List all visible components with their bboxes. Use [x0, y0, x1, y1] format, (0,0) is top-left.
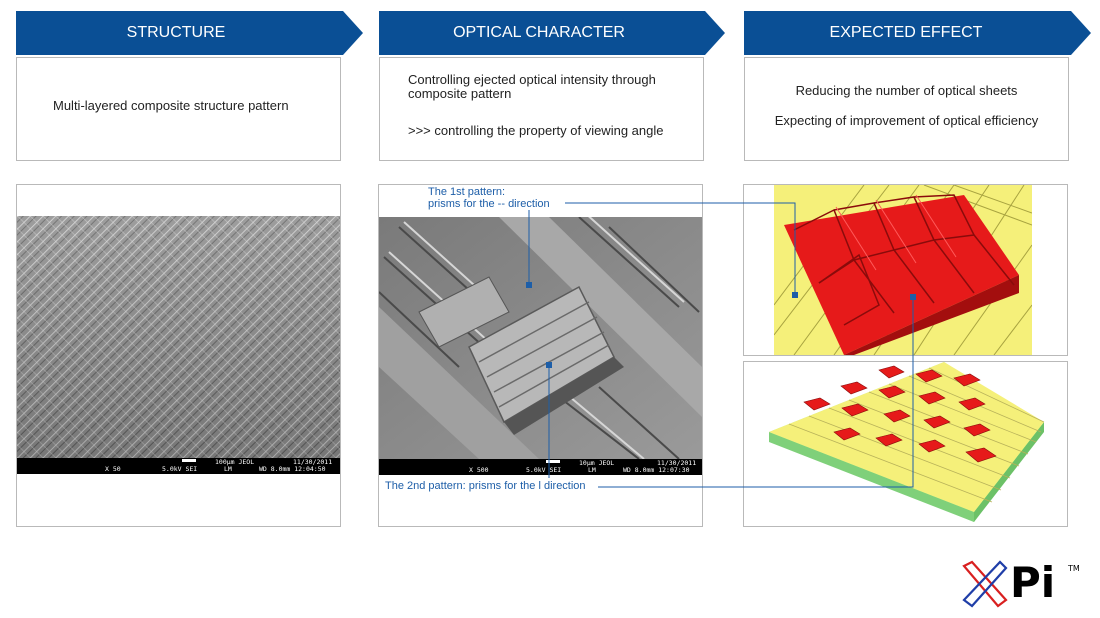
optical-character-text-box: Controlling ejected optical intensity th… [379, 57, 704, 161]
header-expected-effect-label: EXPECTED EFFECT [829, 24, 983, 41]
first-pattern-annotation: The 1st pattern: prisms for the -- direc… [424, 186, 554, 212]
header-expected-effect: EXPECTED EFFECT [744, 11, 1091, 55]
expected-effect-line-2: Expecting of improvement of optical effi… [774, 113, 1039, 128]
sem-mid-lm: LM [588, 466, 596, 474]
sem-mid-mag: X 500 [469, 466, 489, 474]
x-mark-icon [962, 560, 1008, 608]
expected-effect-line-1: Reducing the number of optical sheets [795, 83, 1018, 98]
header-structure-label: STRUCTURE [126, 24, 226, 41]
sem-left-wd: WD 8.0mm 12:04:50 [259, 465, 326, 473]
sem-left-kv: 5.0kV SEI [162, 465, 198, 473]
sem-mid-scale: 10µm JEOL [579, 459, 615, 467]
logo-tm: TM [1068, 564, 1080, 573]
xpi-logo: Pi TM [960, 558, 1080, 610]
first-pattern-line-1: The 1st pattern: [428, 186, 506, 198]
sem-mid-kv: 5.0kV SEI [526, 466, 562, 474]
optical-character-image-box: 10µm JEOL 11/30/2011 X 500 5.0kV SEI LM … [378, 184, 703, 527]
sem-left-lm: LM [224, 465, 232, 473]
expected-effect-text-box: Reducing the number of optical sheets Ex… [744, 57, 1069, 161]
sem-left-date: 11/30/2011 [293, 458, 333, 466]
header-optical-character-label: OPTICAL CHARACTER [453, 24, 625, 41]
structure-description: Multi-layered composite structure patter… [53, 98, 289, 113]
prism-render-top [774, 185, 1032, 355]
header-structure: STRUCTURE [16, 11, 363, 55]
sem-info-bar-left: 100µm JEOL 11/30/2011 X 50 5.0kV SEI LM … [17, 458, 340, 474]
prism-render-top-box [743, 184, 1068, 356]
structure-image-box: 100µm JEOL 11/30/2011 X 50 5.0kV SEI LM … [16, 184, 341, 527]
sem-mid-wd: WD 8.0mm 12:07:30 [623, 466, 690, 474]
sem-left-mag: X 50 [105, 465, 121, 473]
header-optical-character: OPTICAL CHARACTER [379, 11, 725, 55]
logo-text: Pi [1010, 558, 1056, 607]
second-pattern-annotation: The 2nd pattern: prisms for the l direct… [382, 480, 589, 492]
structure-text-box: Multi-layered composite structure patter… [16, 57, 341, 161]
sem-image-low-mag: 100µm JEOL 11/30/2011 X 50 5.0kV SEI LM … [17, 216, 340, 474]
sem-image-high-mag: 10µm JEOL 11/30/2011 X 500 5.0kV SEI LM … [379, 217, 702, 475]
film-render-bottom [769, 362, 1045, 522]
optical-character-line-1: Controlling ejected optical intensity th… [408, 72, 656, 101]
first-pattern-line-2: prisms for the -- direction [428, 198, 550, 210]
optical-character-line-2: >>> controlling the property of viewing … [408, 123, 664, 138]
film-render-bottom-box [743, 361, 1068, 527]
sem-left-scale: 100µm JEOL [215, 458, 255, 466]
sem-info-bar-middle: 10µm JEOL 11/30/2011 X 500 5.0kV SEI LM … [379, 459, 702, 475]
